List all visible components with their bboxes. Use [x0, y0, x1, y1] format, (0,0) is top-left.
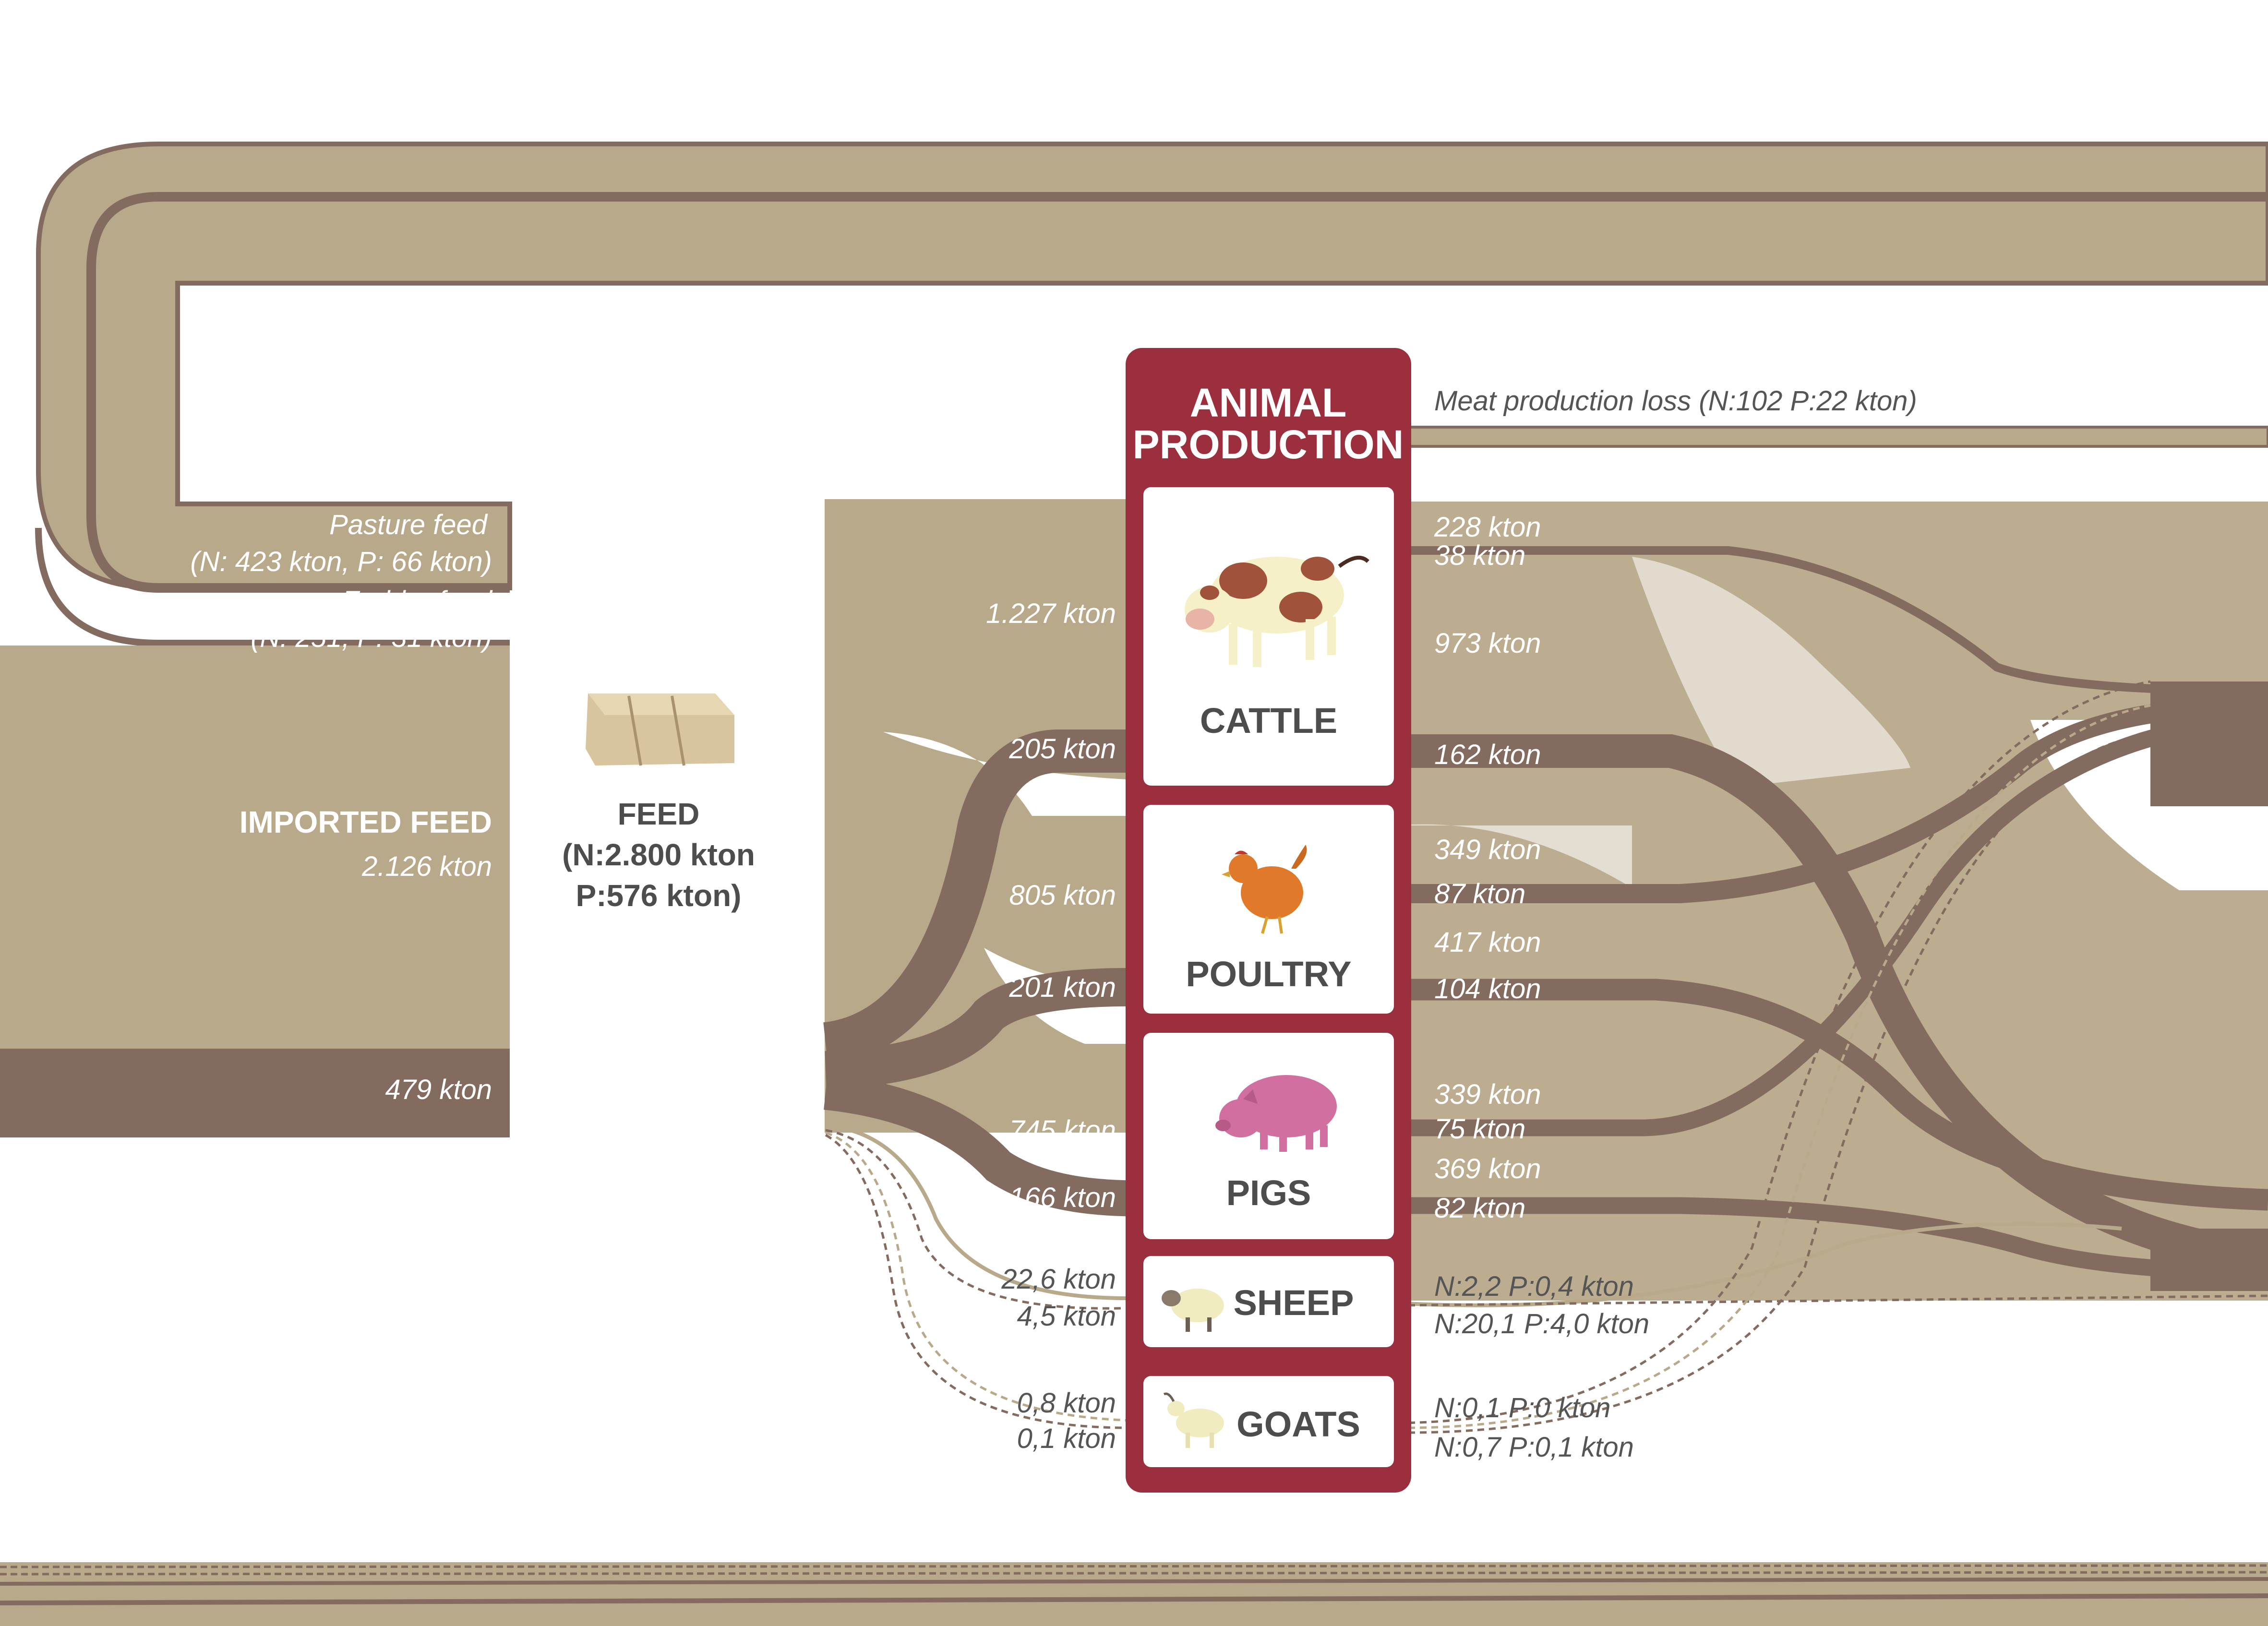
cattle-p-in-flow [823, 729, 1137, 1065]
pigs-in-n: 745 kton [1009, 1115, 1116, 1146]
sheep-p-in-flow [825, 1129, 1137, 1310]
pigs-p-out-flow [1397, 711, 2268, 1136]
imported-feed-p-band [0, 1049, 510, 1137]
bottom-band-line-4 [0, 1593, 2268, 1605]
cattle-out-a: 228 kton [1434, 512, 1541, 543]
sheep-in-flow [825, 1124, 1137, 1301]
poultry-out-c: 417 kton [1434, 927, 1541, 958]
poultry-p-in-flow [825, 968, 1137, 1089]
cattle-out-b: 38 kton [1434, 540, 1525, 571]
panel-title-line2: PRODUCTION [1133, 422, 1404, 467]
goats-out-a: N:0,1 P:0 kton [1434, 1392, 1611, 1423]
sheep-out-b: N:20,1 P:4,0 kton [1434, 1308, 1649, 1339]
goats-out-flow [1396, 680, 2151, 1424]
sheep-in-n: 22,6 kton [1001, 1264, 1116, 1295]
fodder-label-line2: (N: 251, P: 31 kton) [251, 622, 492, 653]
goats-p-in-flow [825, 1134, 1137, 1429]
pigs-p-in-flow [824, 1074, 1137, 1217]
pasture-label-line2: (N: 423 kton, P: 66 kton) [190, 546, 492, 577]
cattle-out-flow-a [1397, 546, 2268, 695]
goats-out-flow-3 [1396, 733, 2151, 1434]
goats-box[interactable] [1143, 1376, 1394, 1467]
bottom-band-line-2 [0, 1571, 2268, 1576]
pasture-label-line1: Pasture feed [329, 509, 488, 540]
meat-loss-band [1395, 426, 2268, 448]
imported-feed-value: 2.126 kton [361, 851, 492, 882]
poultry-out-b: 87 kton [1434, 878, 1525, 909]
imported-feed-title: IMPORTED FEED [240, 805, 492, 839]
pigs-out-c: 369 kton [1434, 1153, 1541, 1184]
cow-icon [1185, 556, 1369, 667]
pigs-out-d: 82 kton [1434, 1193, 1525, 1224]
pigs-out-b: 75 kton [1434, 1113, 1525, 1145]
feed-line2: (N:2.800 kton [562, 837, 755, 872]
fodder-label-line1: Fodder feed [342, 586, 493, 617]
cattle-in-p: 205 kton [1008, 733, 1116, 765]
pigs-box[interactable] [1143, 1033, 1394, 1239]
sheep-box[interactable] [1143, 1256, 1394, 1347]
imported-feed-p-value: 479 kton [385, 1074, 492, 1105]
sheep-label: SHEEP [1234, 1283, 1354, 1323]
imported-feed-band [0, 646, 510, 1049]
goats-in-n: 0,8 kton [1017, 1387, 1116, 1419]
poultry-in-p: 201 kton [1008, 972, 1116, 1003]
poultry-out-a: 349 kton [1434, 834, 1541, 865]
goats-label: GOATS [1236, 1404, 1360, 1444]
goats-in-flow [825, 1131, 1137, 1422]
outflow-merge-block-2 [2150, 1229, 2268, 1291]
fodder-loop-divider [35, 527, 510, 646]
outflow-merge-block [2150, 681, 2268, 806]
sheep-in-p: 4,5 kton [1017, 1301, 1116, 1332]
pigs-out-a: 339 kton [1434, 1079, 1541, 1110]
chicken-icon [1222, 845, 1307, 934]
poultry-out-d: 104 kton [1434, 973, 1541, 1004]
pasture-loop-band [36, 142, 2268, 590]
cattle-in-n: 1.227 kton [986, 598, 1116, 629]
goats-out-flow-2 [1396, 704, 2151, 1429]
cattle-label: CATTLE [1200, 701, 1337, 741]
goats-out-b: N:0,7 P:0,1 kton [1434, 1432, 1634, 1463]
feed-title: FEED [618, 797, 700, 831]
cattle-box[interactable] [1143, 487, 1394, 786]
cattle-out-c: 973 kton [1434, 628, 1541, 659]
outflow-gap-3 [1397, 824, 1632, 888]
feed-line3: P:576 kton) [576, 878, 742, 913]
pasture-loop-divider [86, 192, 2268, 593]
bottom-band-line-1 [0, 1564, 2268, 1568]
cattle-p-out-flow [1397, 734, 2268, 1274]
pigs-label: PIGS [1226, 1173, 1311, 1213]
pigs-in-p: 166 kton [1009, 1182, 1116, 1213]
poultry-label: POULTRY [1186, 954, 1351, 994]
hay-bale-icon [586, 693, 734, 766]
pig-icon [1215, 1075, 1337, 1152]
meat-loss-label: Meat production loss (N:102 P:22 kton) [1434, 385, 1917, 417]
cattle-out-d: 162 kton [1434, 739, 1541, 770]
sheep-icon [1162, 1289, 1224, 1332]
poultry-in-n: 805 kton [1009, 880, 1116, 911]
outflow-gap-1 [1632, 557, 1910, 787]
bottom-band-line-3 [0, 1577, 2268, 1586]
poultry-p-out-flow-2 [1397, 979, 2268, 1211]
sheep-out-a: N:2,2 P:0,4 kton [1434, 1271, 1634, 1302]
sheep-p-out-flow [1396, 1294, 2268, 1307]
goats-in-p: 0,1 kton [1017, 1423, 1116, 1454]
panel-title-line1: ANIMAL [1190, 380, 1347, 425]
goat-icon [1163, 1392, 1224, 1448]
